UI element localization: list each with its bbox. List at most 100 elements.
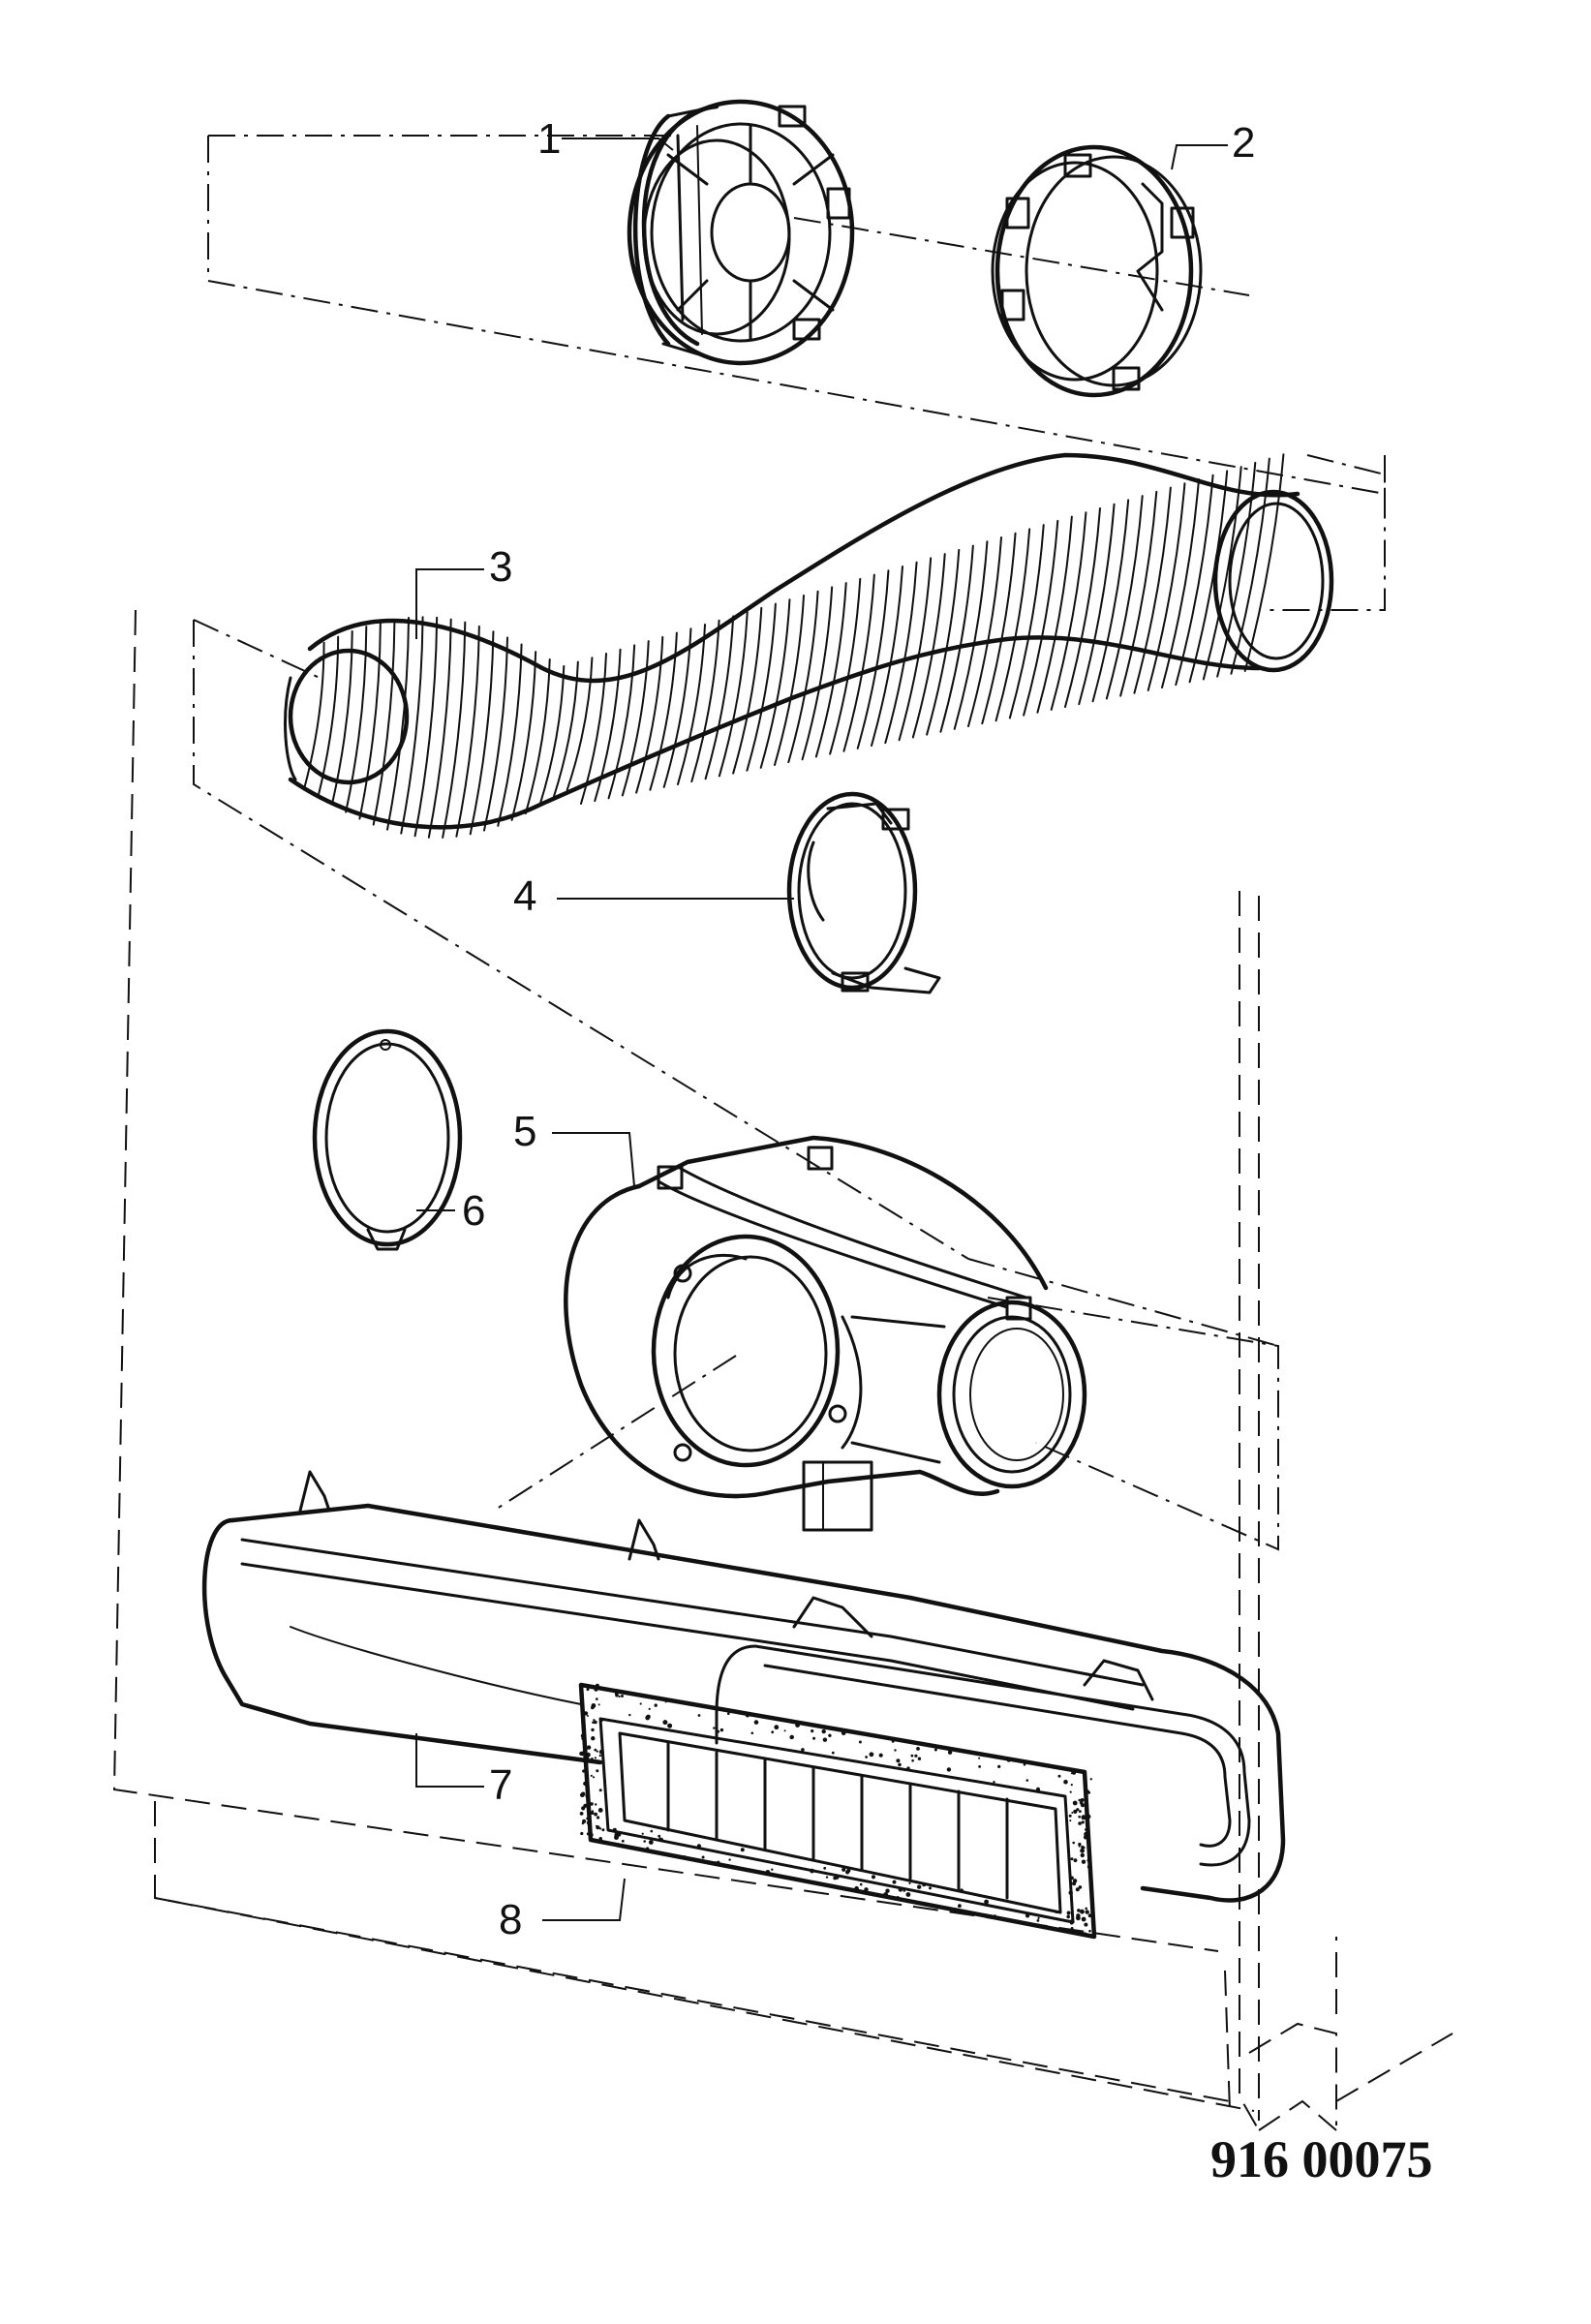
- gasket-speck: [1055, 1910, 1058, 1913]
- gasket-speck: [594, 1757, 597, 1759]
- gasket-speck: [1069, 1790, 1072, 1793]
- callout-5: 5: [513, 1108, 536, 1155]
- gasket-speck: [905, 1892, 911, 1897]
- gasket-speck: [1086, 1859, 1089, 1862]
- hose-rib: [455, 625, 480, 838]
- gasket-speck: [1080, 1848, 1085, 1853]
- gasket-speck: [997, 1764, 1001, 1768]
- gasket-texture: [579, 1683, 1093, 1937]
- gasket-speck: [580, 1831, 584, 1836]
- hose-rib: [330, 630, 353, 806]
- gasket-speck: [596, 1824, 597, 1827]
- gasket-speck: [590, 1774, 593, 1777]
- gasket-speck: [591, 1728, 595, 1732]
- gasket-speck: [1078, 1842, 1082, 1847]
- gasket-speck: [586, 1832, 590, 1836]
- gasket-speck: [1073, 1879, 1077, 1882]
- hose-rib: [413, 616, 439, 838]
- hose-rib: [566, 657, 594, 791]
- hose-rib: [884, 561, 918, 745]
- grille-frame-icon: [578, 1682, 1097, 1940]
- gasket-speck: [621, 1839, 625, 1843]
- gasket-speck: [586, 1745, 592, 1750]
- gasket-speck: [771, 1730, 775, 1734]
- gasket-speck: [1069, 1819, 1072, 1822]
- hose-rib: [510, 651, 537, 821]
- hose-rib: [1161, 478, 1200, 688]
- leader-lines: [415, 138, 1228, 1921]
- gasket-speck: [1081, 1815, 1086, 1820]
- gasket-speck: [580, 1733, 585, 1738]
- gasket-speck: [954, 1908, 958, 1911]
- gasket-speck: [865, 1756, 868, 1758]
- gasket-speck: [648, 1707, 651, 1710]
- gasket-speck: [1072, 1881, 1077, 1886]
- gasket-speck: [1070, 1772, 1073, 1775]
- gasket-speck: [1086, 1815, 1089, 1819]
- gasket-speck: [1070, 1876, 1074, 1881]
- gasket-speck: [1088, 1929, 1091, 1933]
- gasket-speck: [1072, 1841, 1075, 1845]
- retaining-ring-icon: [991, 144, 1203, 398]
- gasket-speck: [1088, 1886, 1092, 1890]
- gasket-speck: [825, 1876, 829, 1879]
- gasket-speck: [821, 1728, 826, 1734]
- gasket-speck: [645, 1715, 651, 1721]
- gasket-speck: [1063, 1779, 1068, 1785]
- gasket-speck: [896, 1758, 901, 1763]
- gasket-speck: [586, 1715, 589, 1717]
- callout-6: 6: [462, 1187, 485, 1235]
- hose-rib: [1175, 474, 1214, 687]
- hose-rib: [1230, 457, 1270, 675]
- air-duct-housing-icon: [201, 1470, 1286, 1903]
- gasket-speck: [829, 1883, 834, 1888]
- gasket-speck: [597, 1816, 600, 1819]
- hose-rib: [580, 653, 607, 805]
- hose-rib: [814, 582, 847, 758]
- hose-rib: [856, 569, 890, 749]
- gasket-speck: [1078, 1798, 1082, 1802]
- hose-rib: [1133, 486, 1172, 694]
- gasket-speck: [1081, 1820, 1085, 1824]
- callout-4: 4: [513, 872, 536, 920]
- gasket-speck: [1085, 1828, 1087, 1831]
- hose-rib: [607, 644, 636, 800]
- gasket-speck: [584, 1756, 590, 1761]
- gasket-speck: [697, 1714, 701, 1717]
- gasket-speck: [585, 1748, 588, 1751]
- gasket-speck: [590, 1811, 595, 1815]
- hose-rib: [1023, 519, 1059, 717]
- gasket-speck: [596, 1750, 598, 1753]
- gasket-speck: [828, 1733, 832, 1738]
- gasket-speck: [909, 1741, 912, 1744]
- gasket-speck: [594, 1687, 598, 1692]
- gasket-speck: [871, 1875, 876, 1880]
- gasket-speck: [774, 1725, 780, 1730]
- gasket-speck: [581, 1726, 587, 1730]
- callout-8: 8: [499, 1896, 522, 1943]
- hose-rib: [967, 536, 1002, 727]
- gasket-speck: [662, 1720, 668, 1726]
- flange-ring-icon: [312, 1028, 463, 1251]
- gasket-speck: [593, 1719, 596, 1722]
- gasket-speck: [595, 1759, 600, 1764]
- gasket-speck: [581, 1736, 585, 1740]
- hose-rib: [317, 635, 340, 798]
- hose-rib: [690, 619, 720, 783]
- gasket-speck: [1073, 1858, 1078, 1863]
- gasket-speck: [591, 1736, 596, 1741]
- gasket-speck: [831, 1751, 835, 1755]
- gasket-speck: [783, 1729, 786, 1732]
- gasket-speck: [595, 1803, 597, 1806]
- gasket-speck: [1078, 1815, 1081, 1819]
- gasket-speck: [1081, 1859, 1086, 1864]
- hose-rib: [358, 622, 382, 820]
- gasket-speck: [586, 1752, 591, 1758]
- gasket-speck: [1070, 1857, 1074, 1861]
- gasket-speck: [1087, 1913, 1092, 1918]
- hose-rib: [372, 618, 396, 826]
- gasket-speck: [1089, 1778, 1093, 1781]
- hose-rib: [1050, 511, 1087, 711]
- gasket-speck: [1036, 1919, 1040, 1922]
- gasket-speck: [892, 1880, 897, 1884]
